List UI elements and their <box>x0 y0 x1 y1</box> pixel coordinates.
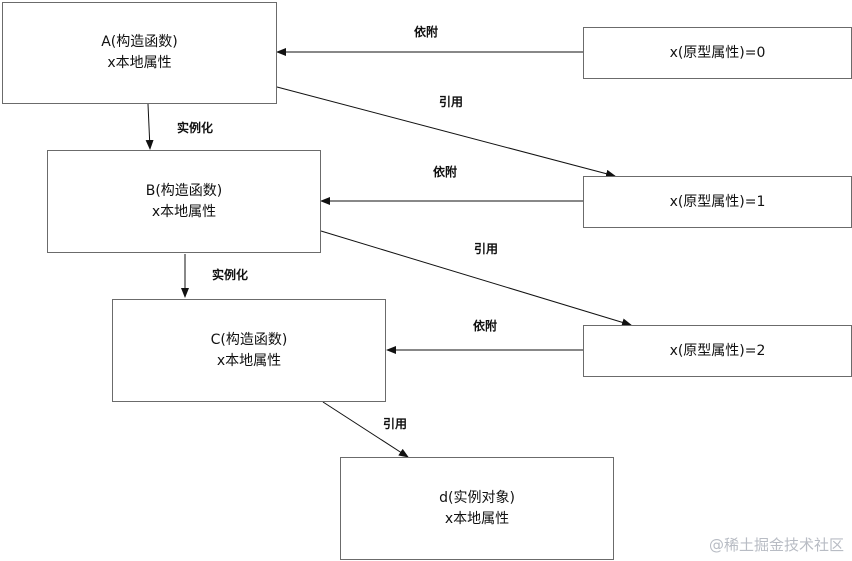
node-a: A(构造函数) x本地属性 <box>2 2 277 104</box>
node-a-subtitle: x本地属性 <box>107 55 172 71</box>
node-prototype-0-title: x(原型属性)=0 <box>669 44 766 61</box>
edge-label-a-b: 实例化 <box>177 121 214 135</box>
node-prototype-2-title: x(原型属性)=2 <box>669 342 766 359</box>
node-c-subtitle: x本地属性 <box>216 352 282 369</box>
watermark: @稀土掘金技术社区 <box>708 536 844 554</box>
node-b-title: B(构造函数) <box>145 182 223 199</box>
edge-label-p2-c: 依附 <box>473 319 498 333</box>
node-b-subtitle: x本地属性 <box>151 203 217 220</box>
node-d: d(实例对象) x本地属性 <box>340 457 614 560</box>
edge-a-to-b <box>145 103 154 150</box>
edge-label-c-d: 引用 <box>383 417 408 431</box>
node-c: C(构造函数) x本地属性 <box>112 299 386 402</box>
node-prototype-1: x(原型属性)=1 <box>583 176 852 228</box>
edge-b-to-p2 <box>320 230 632 327</box>
edge-label-b-p2: 引用 <box>474 242 499 256</box>
edge-label-a-p1: 引用 <box>439 95 464 109</box>
edge-label-p1-b: 依附 <box>433 165 458 179</box>
node-prototype-0: x(原型属性)=0 <box>583 27 852 79</box>
edge-label-b-c: 实例化 <box>212 268 249 282</box>
node-d-title: d(实例对象) <box>439 489 515 506</box>
edge-label-p0-a: 依附 <box>414 25 439 39</box>
node-prototype-1-title: x(原型属性)=1 <box>669 193 766 210</box>
node-b: B(构造函数) x本地属性 <box>47 150 321 253</box>
node-d-subtitle: x本地属性 <box>444 510 510 527</box>
node-a-title: A(构造函数) <box>101 34 178 50</box>
node-c-title: C(构造函数) <box>210 331 288 348</box>
node-prototype-2: x(原型属性)=2 <box>583 325 852 377</box>
edge-c-to-d <box>322 401 409 458</box>
edge-a-to-p1 <box>276 86 616 178</box>
